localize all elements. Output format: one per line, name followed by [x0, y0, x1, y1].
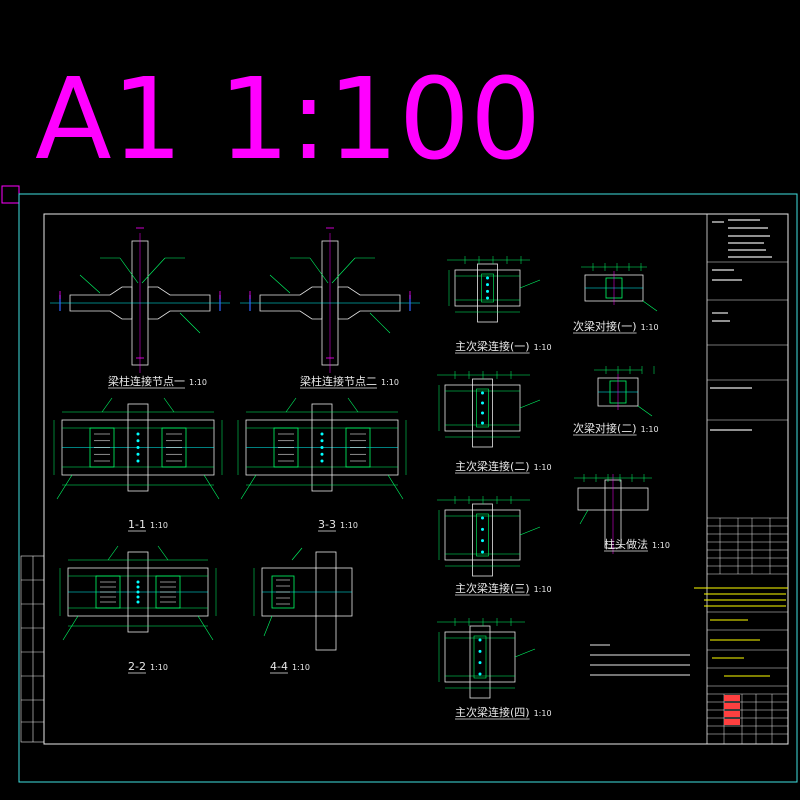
detail-main-beam-2-title: 主次梁连接(二) [455, 459, 530, 473]
detail-col-splice-scale: 1:10 [652, 541, 670, 550]
detail-main-beam-4-title: 主次梁连接(四) [455, 705, 530, 719]
detail-main-beam-1-scale: 1:10 [534, 343, 552, 352]
detail-beam-col-2 [240, 227, 420, 373]
detail-section-1-1 [53, 397, 223, 500]
detail-main-beam-2 [437, 371, 541, 448]
detail-beam-col-1-title: 梁柱连接节点一 [108, 374, 185, 388]
detail-col-splice [574, 474, 652, 554]
detail-beam-col-2-title: 梁柱连接节点二 [300, 374, 377, 388]
detail-section-4-4-scale: 1:10 [292, 663, 310, 672]
detail-sec-beam-2-title: 次梁对接(二) [573, 421, 637, 435]
detail-section-1-1-scale: 1:10 [150, 521, 168, 530]
detail-main-beam-1 [447, 256, 541, 323]
revision-strip [20, 555, 45, 743]
detail-section-4-4 [253, 547, 353, 651]
title-block [694, 213, 789, 745]
detail-section-3-3 [237, 397, 407, 500]
detail-main-beam-3 [437, 496, 541, 577]
detail-beam-col-1 [50, 227, 230, 373]
detail-section-1-1-title: 1-1 [128, 518, 146, 531]
detail-section-2-2 [59, 545, 217, 641]
detail-beam-col-1-scale: 1:10 [189, 378, 207, 387]
detail-main-beam-1-title: 主次梁连接(一) [455, 339, 530, 353]
marker-square [1, 185, 20, 204]
detail-section-2-2-scale: 1:10 [150, 663, 168, 672]
detail-col-splice-title: 柱头做法 [604, 537, 648, 551]
detail-section-4-4-title: 4-4 [270, 660, 288, 673]
detail-main-beam-4-scale: 1:10 [534, 709, 552, 718]
detail-sec-beam-1-title: 次梁对接(一) [573, 319, 637, 333]
general-notes [590, 644, 690, 676]
captions-layer: 梁柱连接节点一 1:10 梁柱连接节点二 1:10 1-1 1:10 3-3 1:10 2-2 1… [108, 319, 670, 720]
detail-beam-col-2-scale: 1:10 [381, 378, 399, 387]
detail-main-beam-3-scale: 1:10 [534, 585, 552, 594]
detail-section-2-2-title: 2-2 [128, 660, 146, 673]
detail-section-3-3-scale: 1:10 [340, 521, 358, 530]
detail-sec-beam-1-scale: 1:10 [641, 323, 659, 332]
sheet-label: A1 1:100 [35, 55, 541, 185]
detail-sec-beam-2 [594, 366, 655, 417]
detail-main-beam-4 [437, 618, 536, 699]
detail-main-beam-2-scale: 1:10 [534, 463, 552, 472]
details-layer [50, 227, 690, 699]
outer-frame [18, 193, 798, 783]
detail-sec-beam-2-scale: 1:10 [641, 425, 659, 434]
detail-main-beam-3-title: 主次梁连接(三) [455, 581, 530, 595]
detail-section-3-3-title: 3-3 [318, 518, 336, 531]
detail-sec-beam-1 [581, 263, 658, 312]
